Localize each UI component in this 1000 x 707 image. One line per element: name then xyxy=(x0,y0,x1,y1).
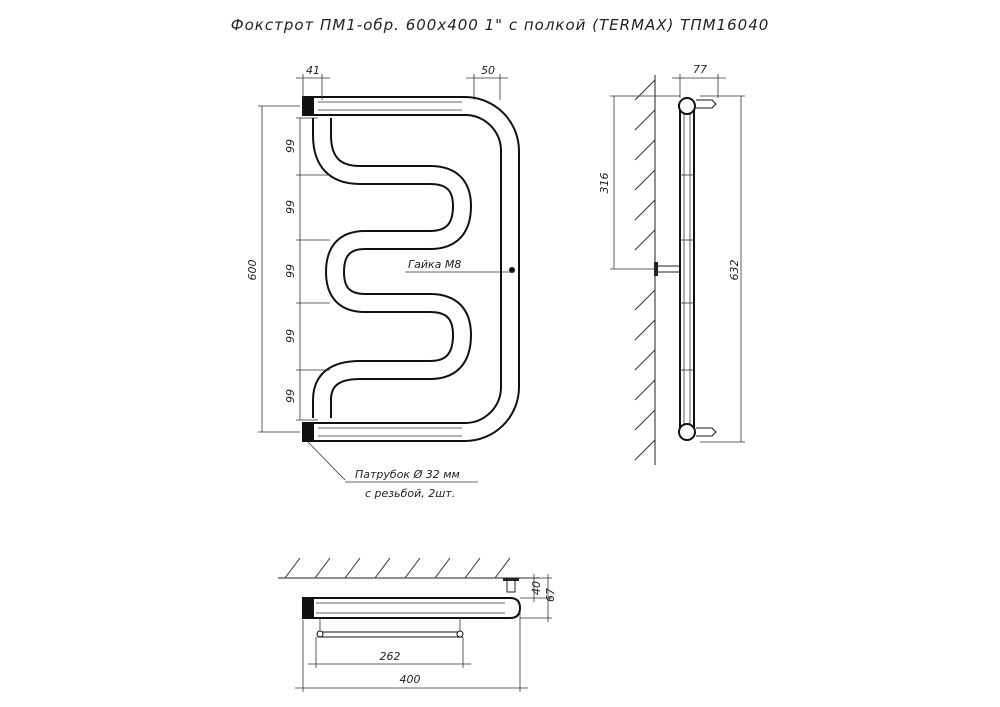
dim-side-height: 632 xyxy=(728,260,741,281)
dim-bottom-width: 400 xyxy=(400,673,421,686)
fitting-bottom xyxy=(302,422,314,442)
dim-loop-3: 99 xyxy=(284,264,297,278)
dim-loop-5: 99 xyxy=(284,389,297,403)
fitting-label-line1: Патрубок Ø 32 мм xyxy=(355,468,460,481)
dim-top-left: 41 xyxy=(306,64,320,77)
dim-bottom-shelf: 262 xyxy=(380,650,401,663)
nut-label: Гайка М8 xyxy=(408,258,461,271)
fitting-label-line2: с резьбой, 2шт. xyxy=(365,487,455,500)
dim-bottom-gap: 40 xyxy=(530,581,543,595)
side-view: 77 316 632 xyxy=(598,63,745,465)
dim-height-600: 600 xyxy=(246,260,259,281)
fitting-top xyxy=(302,96,314,116)
dim-top-right: 50 xyxy=(481,64,495,77)
dim-bottom-depth: 67 xyxy=(544,588,557,602)
serpentine-pipe xyxy=(303,96,520,442)
dim-side-mount: 316 xyxy=(598,173,611,194)
dim-loop-2: 99 xyxy=(284,200,297,214)
drawing-title: Фокстрот ПМ1-обр. 600х400 1" с полкой (T… xyxy=(231,16,770,34)
bottom-view: 262 400 40 67 xyxy=(278,557,557,692)
dim-loop-1: 99 xyxy=(284,139,297,153)
dim-side-depth: 77 xyxy=(693,63,707,76)
dim-loop-4: 99 xyxy=(284,329,297,343)
nut-m8-icon xyxy=(509,267,515,273)
front-view: Гайка М8 41 50 600 99 99 99 99 99 Патруб… xyxy=(246,64,520,500)
